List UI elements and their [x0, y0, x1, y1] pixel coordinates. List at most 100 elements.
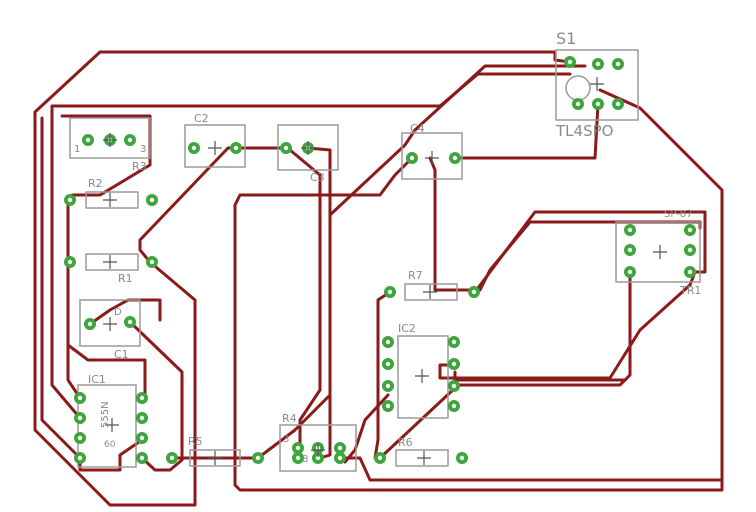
pad-hole — [67, 197, 73, 203]
center-cross — [105, 418, 119, 432]
trace-ic2-left — [343, 393, 390, 464]
label-sp: SP-87 — [664, 209, 693, 220]
label-ic2: IC2 — [398, 322, 416, 335]
pad-hole — [77, 435, 83, 441]
center-cross — [311, 443, 325, 457]
trace-r7-right — [473, 210, 707, 294]
pad-hole — [255, 455, 261, 461]
pad-hole — [471, 289, 477, 295]
pad-hole — [595, 101, 601, 107]
center-cross — [208, 141, 222, 155]
r1-outline — [85, 253, 139, 271]
pad-hole — [295, 445, 301, 451]
pad-hole — [385, 403, 391, 409]
c1-outline — [79, 299, 141, 347]
label-r1: R1 — [118, 272, 133, 285]
label-r4-pin3: 3 — [283, 434, 289, 445]
label-r2: R2 — [88, 177, 103, 190]
label-c2: C2 — [194, 112, 209, 125]
pad-hole — [627, 269, 633, 275]
label-r5: R5 — [188, 435, 203, 448]
component-centers — [103, 77, 667, 465]
label-ic1-value-b: 60 — [104, 440, 116, 450]
r6-outline — [395, 449, 449, 467]
label-r6: R6 — [398, 436, 413, 449]
s1-knob — [565, 75, 591, 101]
center-cross — [103, 133, 117, 147]
label-r4: R4 — [282, 412, 297, 425]
trace-ic1-r5 — [78, 438, 144, 472]
center-cross — [415, 369, 429, 383]
c4-outline — [401, 132, 463, 180]
center-cross — [208, 451, 222, 465]
tr1-outline — [615, 221, 701, 283]
label-r3-pin3: 3 — [140, 144, 146, 155]
pad-hole — [77, 415, 83, 421]
ic1-outline — [77, 384, 137, 468]
label-r7: R7 — [408, 269, 423, 282]
trace-c4-s1 — [453, 102, 600, 160]
label-c1: C1 — [114, 348, 129, 361]
pad-hole — [627, 247, 633, 253]
c3-outline — [277, 124, 339, 171]
label-r4-pin8: 8 — [302, 454, 308, 465]
pad-hole — [233, 145, 239, 151]
center-cross — [423, 285, 437, 299]
c2-outline — [184, 124, 246, 168]
pad-hole — [452, 155, 458, 161]
trace-r7 — [373, 290, 392, 460]
r4-outline — [279, 424, 357, 472]
trace-bottom — [338, 456, 722, 482]
center-cross — [425, 151, 439, 165]
center-cross — [103, 193, 117, 207]
pad-hole — [409, 155, 415, 161]
trace-c1-ic1 — [128, 320, 184, 472]
label-c3: C3 — [310, 171, 325, 184]
pad-hole — [139, 395, 145, 401]
trace-outer-left — [33, 50, 572, 507]
pad-hole — [387, 289, 393, 295]
pad-hole — [77, 455, 83, 461]
ic2-outline — [397, 335, 449, 419]
label-ic1-value: 555N — [100, 401, 111, 428]
center-cross — [103, 317, 117, 331]
trace-c3-down — [288, 148, 322, 460]
pad-hole — [337, 455, 343, 461]
pad-hole — [127, 137, 133, 143]
pad-hole — [377, 455, 383, 461]
pad-hole — [385, 361, 391, 367]
label-s1-value: TL4SPO — [555, 122, 613, 140]
pad-hole — [575, 101, 581, 107]
pad-hole — [451, 339, 457, 345]
pad-hole — [149, 259, 155, 265]
center-cross — [653, 245, 667, 259]
component-labels: S1 TL4SPO 1 3 R3 C2 C3 C4 R2 R1 D C1 IC1… — [74, 29, 701, 465]
trace-ic2-tr1-b — [438, 270, 697, 382]
label-s1: S1 — [556, 29, 576, 48]
pad-hole — [451, 403, 457, 409]
label-c4: C4 — [410, 122, 425, 135]
label-ic1: IC1 — [88, 373, 106, 386]
label-r3: R3 — [132, 160, 147, 173]
r3-outline — [69, 117, 151, 159]
pad-hole — [687, 227, 693, 233]
pad-hole — [315, 455, 321, 461]
pad-hole — [567, 59, 573, 65]
pad-hole — [149, 197, 155, 203]
pad-hole — [77, 395, 83, 401]
pad-hole — [627, 227, 633, 233]
pad-hole — [191, 145, 197, 151]
center-cross — [417, 451, 431, 465]
trace-left-mid — [256, 64, 587, 460]
pad-hole — [385, 383, 391, 389]
pad-hole — [595, 61, 601, 67]
trace-left-2 — [40, 116, 82, 460]
pad-hole — [451, 361, 457, 367]
trace-left-5 — [66, 260, 82, 400]
pad-hole — [337, 445, 343, 451]
trace-r6 — [378, 383, 457, 460]
pad-hole — [139, 415, 145, 421]
pad-hole — [169, 455, 175, 461]
pad-hole — [687, 269, 693, 275]
s1-outline — [555, 49, 639, 121]
